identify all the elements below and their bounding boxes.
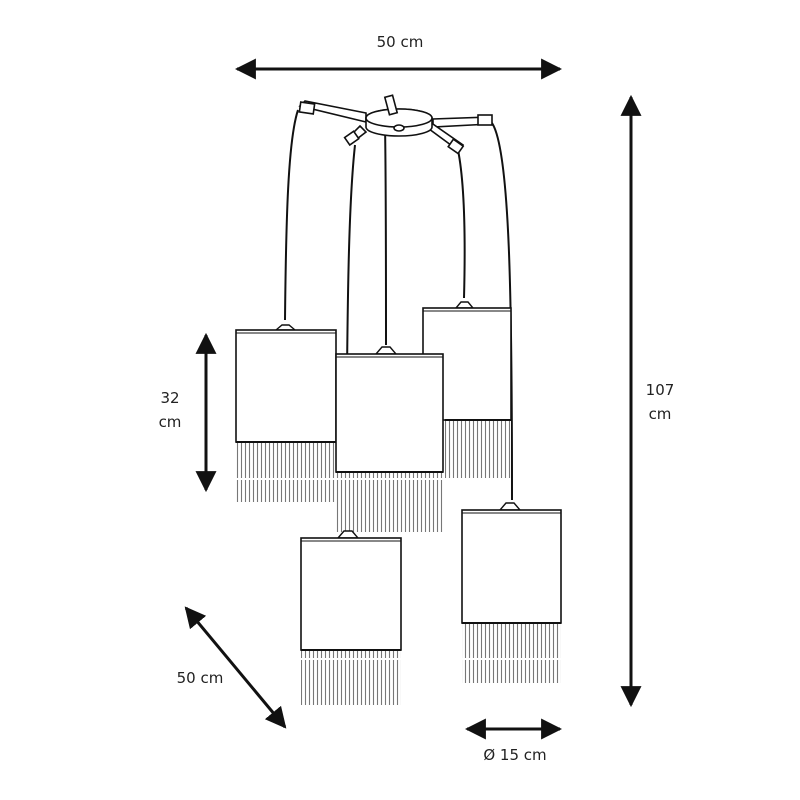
top-width-label: 50 cm [376,33,424,51]
depth-label: 50 cm [176,669,224,687]
shade-front-right [461,502,562,683]
cord-5 [491,122,513,501]
shade-height-label: 32 cm [158,389,182,431]
total-height-label: 107 cm [645,381,675,423]
ceiling-canopy [298,94,493,155]
shade-front-left [300,530,402,705]
cord-1 [284,109,299,321]
shade-center [335,346,444,532]
shade-left [235,324,337,502]
canopy-hook [383,94,399,116]
cord-4 [457,149,466,299]
cords [284,109,513,531]
depth-arrow [184,606,287,729]
cord-3 [384,124,387,346]
shade-diameter-label: Ø 15 cm [483,746,547,764]
